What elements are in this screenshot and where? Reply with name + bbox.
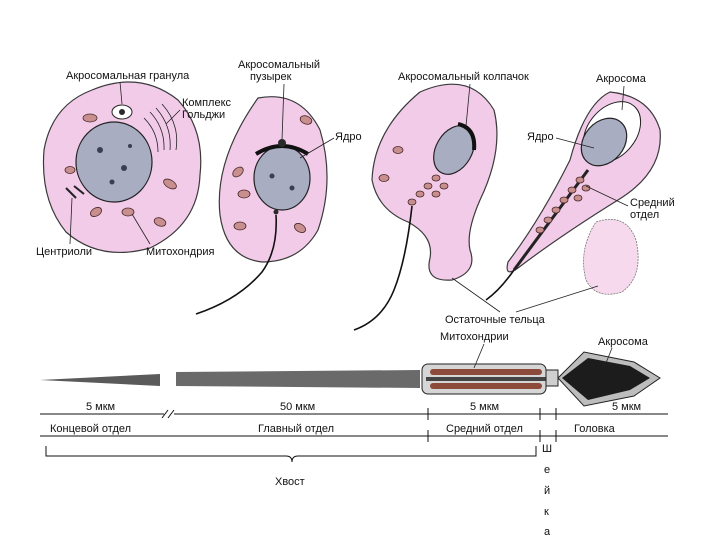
scale-seg-4: 5 мкм — [612, 401, 641, 413]
label-golgi-2: Гольджи — [182, 109, 225, 121]
scale-seg-2: 50 мкм — [280, 401, 315, 413]
label-acrosome-bottom: Акросома — [598, 336, 649, 348]
cell-spermatid — [42, 81, 202, 254]
middle-piece-4 — [512, 169, 591, 271]
label-mitochondria: Митохондрии — [440, 331, 509, 343]
part-principal: Главный отдел — [258, 423, 334, 435]
neck-letter: а — [544, 526, 551, 538]
label-centrioles: Центриоли — [36, 246, 92, 258]
mitochondria-cell-1 — [64, 113, 177, 227]
neck-letter: й — [544, 485, 550, 497]
part-middle: Средний отдел — [446, 423, 523, 435]
tail-brace — [45, 446, 537, 463]
part-head: Головка — [574, 423, 616, 435]
neck-letter: Ш — [542, 443, 552, 455]
scale-bar — [40, 408, 668, 442]
sperm-head — [557, 351, 661, 407]
label-middle-piece-1: Средний — [630, 197, 675, 209]
neck-letter: к — [544, 506, 549, 518]
cell-stage-3 — [353, 83, 498, 331]
label-acrosome-top: Акросома — [596, 73, 647, 85]
cell-stage-2 — [195, 96, 328, 315]
golgi-complex — [143, 103, 178, 153]
neck-label: Ш е й к а — [542, 443, 552, 538]
mitochondria-cell-3 — [378, 146, 449, 206]
label-nucleus-b: Ядро — [527, 131, 554, 143]
scale-seg-1: 5 мкм — [86, 401, 115, 413]
acrosomal-granule — [111, 104, 133, 120]
mature-spermatozoon — [40, 351, 661, 407]
residual-body — [583, 218, 639, 295]
label-acrosomal-vesicle-1: Акросомальный — [238, 59, 320, 71]
centrioles — [65, 185, 85, 199]
nucleus-1 — [75, 121, 153, 203]
flagellum-4 — [485, 269, 515, 301]
middle-piece — [421, 363, 547, 395]
label-middle-piece-2: отдел — [630, 209, 659, 221]
label-residual-bodies: Остаточные тельца — [445, 314, 546, 326]
label-acrosomal-granule: Акросомальная гранула — [66, 70, 190, 82]
flagellum-2 — [195, 214, 278, 315]
scale-seg-3: 5 мкм — [470, 401, 499, 413]
label-nucleus-a: Ядро — [335, 131, 362, 143]
neck-letter: е — [544, 464, 550, 476]
label-golgi-1: Комплекс — [182, 97, 232, 109]
part-terminal: Концевой отдел — [50, 423, 131, 435]
tail-label: Хвост — [275, 476, 305, 488]
label-acrosomal-vesicle-2: пузырек — [250, 71, 292, 83]
cell-stage-4 — [485, 91, 661, 301]
flagellum-3 — [353, 205, 413, 331]
label-mitochondrion: Митохондрия — [146, 246, 214, 258]
label-acrosomal-cap: Акросомальный колпачок — [398, 71, 529, 83]
